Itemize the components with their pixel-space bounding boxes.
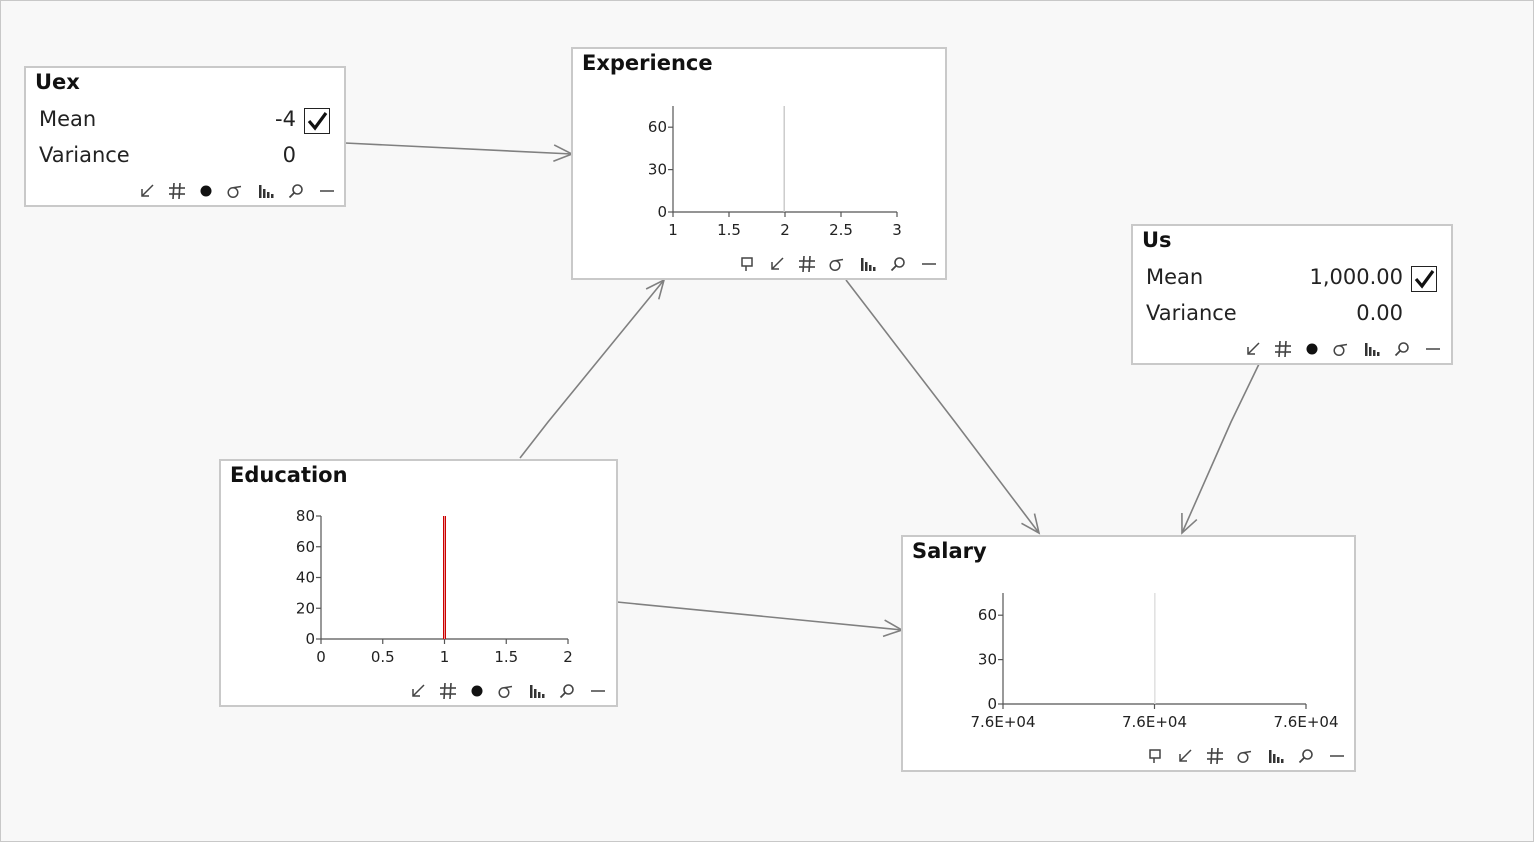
sigma-icon[interactable] xyxy=(494,680,516,702)
magnifier-icon[interactable] xyxy=(887,253,909,275)
y-tick-label: 80 xyxy=(296,507,315,525)
grid-icon[interactable] xyxy=(166,180,188,202)
grid-icon[interactable] xyxy=(796,253,818,275)
mean-label: Mean xyxy=(1146,265,1204,289)
grid-icon[interactable] xyxy=(1204,745,1226,767)
x-tick-label: 0 xyxy=(316,648,326,666)
magnifier-icon[interactable] xyxy=(556,680,578,702)
dot-icon[interactable] xyxy=(1301,338,1323,360)
arrow-down-left-icon[interactable] xyxy=(1242,338,1264,360)
bar-chart-icon[interactable] xyxy=(1265,745,1287,767)
node-title: Uex xyxy=(35,70,80,94)
mean-value[interactable]: 1,000.00 xyxy=(1309,265,1403,289)
pin-icon[interactable] xyxy=(736,253,758,275)
x-tick-label: 1 xyxy=(668,221,678,239)
node-us[interactable]: Us Mean 1,000.00 Variance 0.00 xyxy=(1131,224,1453,365)
arrow-down-left-icon[interactable] xyxy=(407,680,429,702)
y-tick-label: 60 xyxy=(978,606,997,624)
sigma-icon[interactable] xyxy=(1329,338,1351,360)
y-tick-label: 0 xyxy=(305,630,315,648)
node-title: Salary xyxy=(912,539,987,563)
sigma-icon[interactable] xyxy=(223,180,245,202)
arrow-down-left-icon[interactable] xyxy=(136,180,158,202)
minimize-icon[interactable] xyxy=(587,680,609,702)
mean-checkbox[interactable] xyxy=(304,108,330,134)
magnifier-icon[interactable] xyxy=(285,180,307,202)
dot-icon[interactable] xyxy=(466,680,488,702)
y-tick-label: 20 xyxy=(296,599,315,617)
pin-icon[interactable] xyxy=(1144,745,1166,767)
node-title: Education xyxy=(230,463,348,487)
x-tick-label: 7.6E+04 xyxy=(971,713,1036,731)
checkmark-icon xyxy=(307,112,328,131)
x-tick-label: 3 xyxy=(892,221,902,239)
sigma-icon[interactable] xyxy=(825,253,847,275)
grid-icon[interactable] xyxy=(437,680,459,702)
x-tick-label: 0.5 xyxy=(371,648,395,666)
x-tick-label: 7.6E+04 xyxy=(1274,713,1339,731)
x-tick-label: 2 xyxy=(563,648,573,666)
histogram-bar xyxy=(1154,593,1156,704)
x-tick-label: 1 xyxy=(440,648,450,666)
x-tick-label: 1.5 xyxy=(494,648,518,666)
minimize-icon[interactable] xyxy=(316,180,338,202)
histogram-bar xyxy=(783,106,785,212)
magnifier-icon[interactable] xyxy=(1295,745,1317,767)
minimize-icon[interactable] xyxy=(918,253,940,275)
y-tick-label: 0 xyxy=(657,203,667,221)
x-tick-label: 2.5 xyxy=(829,221,853,239)
bar-chart-icon[interactable] xyxy=(526,680,548,702)
bar-chart-icon[interactable] xyxy=(255,180,277,202)
variance-value[interactable]: 0 xyxy=(282,143,296,167)
bar-chart-icon[interactable] xyxy=(1361,338,1383,360)
variance-value[interactable]: 0.00 xyxy=(1356,301,1403,325)
arrow-down-left-icon[interactable] xyxy=(766,253,788,275)
minimize-icon[interactable] xyxy=(1326,745,1348,767)
node-title: Us xyxy=(1142,228,1172,252)
arrow-down-left-icon[interactable] xyxy=(1174,745,1196,767)
grid-icon[interactable] xyxy=(1272,338,1294,360)
magnifier-icon[interactable] xyxy=(1391,338,1413,360)
mean-value[interactable]: -4 xyxy=(275,107,296,131)
dot-icon[interactable] xyxy=(195,180,217,202)
x-tick-label: 2 xyxy=(780,221,790,239)
y-tick-label: 30 xyxy=(978,651,997,669)
y-tick-label: 0 xyxy=(987,695,997,713)
y-tick-label: 60 xyxy=(296,538,315,556)
y-tick-label: 40 xyxy=(296,569,315,587)
node-uex[interactable]: Uex Mean -4 Variance 0 xyxy=(24,66,346,207)
x-tick-label: 7.6E+04 xyxy=(1122,713,1187,731)
y-tick-label: 30 xyxy=(648,161,667,179)
minimize-icon[interactable] xyxy=(1422,338,1444,360)
node-title: Experience xyxy=(582,51,713,75)
mean-label: Mean xyxy=(39,107,97,131)
variance-label: Variance xyxy=(39,143,130,167)
mean-checkbox[interactable] xyxy=(1411,266,1437,292)
checkmark-icon xyxy=(1414,270,1435,289)
x-tick-label: 1.5 xyxy=(717,221,741,239)
sigma-icon[interactable] xyxy=(1233,745,1255,767)
variance-label: Variance xyxy=(1146,301,1237,325)
bar-chart-icon[interactable] xyxy=(857,253,879,275)
y-tick-label: 60 xyxy=(648,118,667,136)
